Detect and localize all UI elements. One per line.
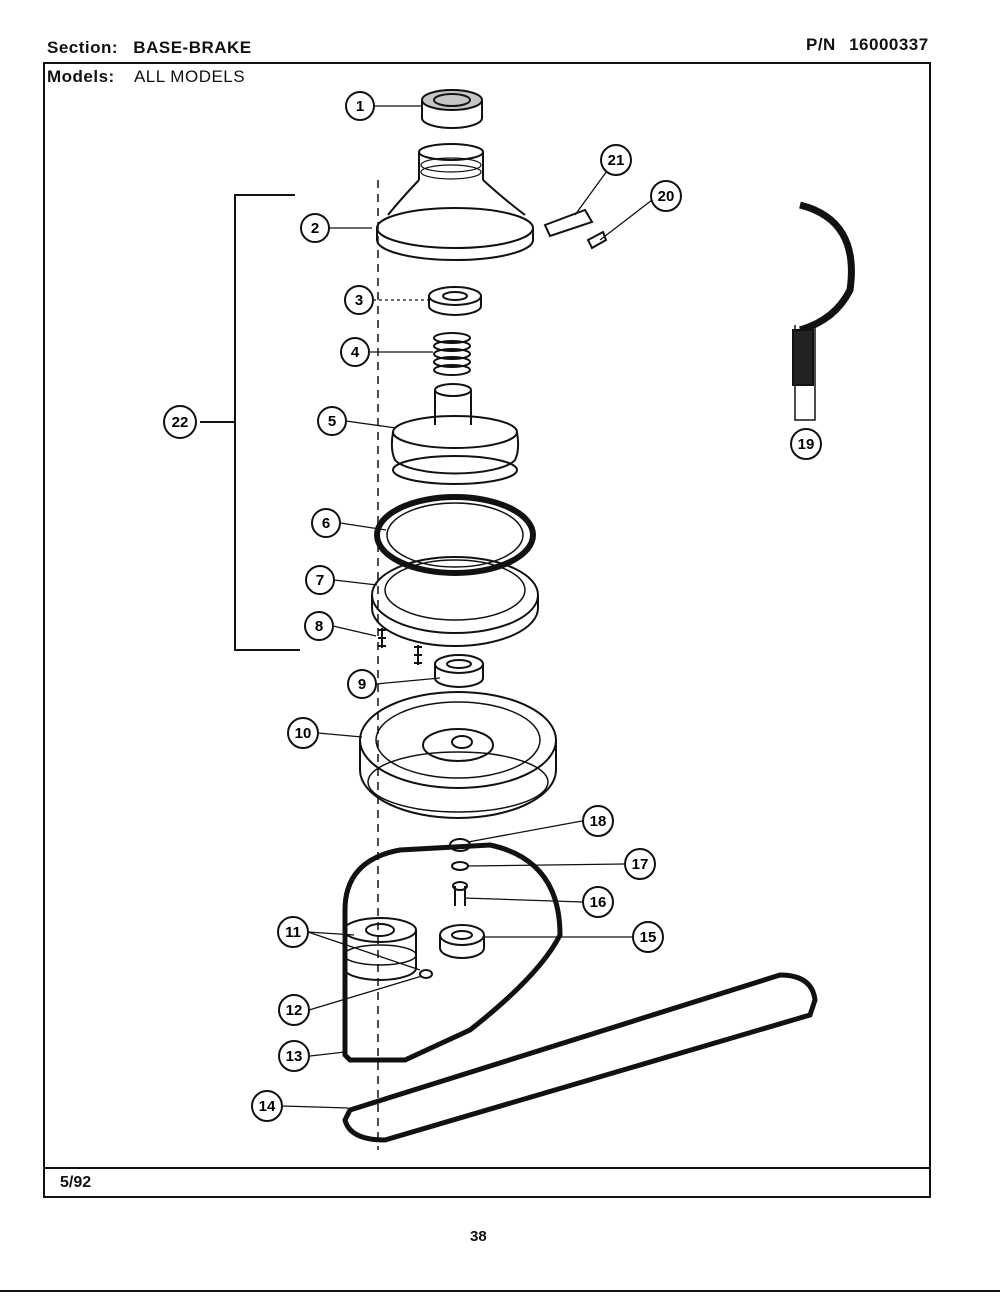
bottom-rule xyxy=(0,1290,1000,1292)
svg-text:12: 12 xyxy=(286,1002,303,1019)
callout-9: 9 xyxy=(347,669,377,699)
svg-text:1: 1 xyxy=(356,98,364,115)
callout-7: 7 xyxy=(305,565,335,595)
svg-text:17: 17 xyxy=(632,856,649,873)
page-number: 38 xyxy=(470,1228,487,1245)
svg-text:16: 16 xyxy=(590,894,607,911)
section-label: Section: xyxy=(47,38,119,57)
part-8-screws xyxy=(378,628,422,665)
callout-8: 8 xyxy=(304,611,334,641)
callout-12: 12 xyxy=(278,994,310,1026)
callout-5: 5 xyxy=(317,406,347,436)
callout-15: 15 xyxy=(632,921,664,953)
svg-text:19: 19 xyxy=(798,436,815,453)
part-19-brake-band xyxy=(792,201,855,421)
callout-2: 2 xyxy=(300,213,330,243)
part-5-hub xyxy=(390,383,520,485)
footer-divider xyxy=(43,1167,931,1169)
callout-11: 11 xyxy=(277,916,309,948)
svg-text:6: 6 xyxy=(322,515,330,532)
svg-text:18: 18 xyxy=(590,813,607,830)
part-6-brake-ring xyxy=(374,494,536,576)
svg-text:8: 8 xyxy=(315,618,323,635)
part-20-screw xyxy=(586,230,608,250)
models-value: ALL MODELS xyxy=(133,67,246,86)
callout-1: 1 xyxy=(345,91,375,121)
callout-16: 16 xyxy=(582,886,614,918)
part-21-clip xyxy=(543,208,594,238)
callout-10: 10 xyxy=(287,717,319,749)
callout-17: 17 xyxy=(624,848,656,880)
part-1-bearing xyxy=(421,89,483,129)
callout-group: 1 2 3 4 5 6 7 8 9 10 11 12 13 14 15 16 1… xyxy=(163,91,822,1122)
callout-20: 20 xyxy=(650,180,682,212)
callout-14: 14 xyxy=(251,1090,283,1122)
part-17-washer xyxy=(451,861,469,871)
svg-text:10: 10 xyxy=(295,725,312,742)
svg-text:20: 20 xyxy=(658,188,675,205)
part-4-spring xyxy=(433,332,471,376)
part-2-housing xyxy=(376,143,534,261)
svg-text:2: 2 xyxy=(311,220,319,237)
part-7-brake-drum xyxy=(371,556,539,647)
svg-text:7: 7 xyxy=(316,572,324,589)
section-header: Section: BASE-BRAKE xyxy=(47,38,252,58)
svg-text:3: 3 xyxy=(355,292,363,309)
part-13-drive-belt xyxy=(342,842,563,1063)
models-label: Models: xyxy=(47,67,115,86)
part-9-bearing xyxy=(434,654,484,688)
pn-value: 16000337 xyxy=(849,35,929,54)
part-10-pulley xyxy=(359,691,557,819)
diagram-frame xyxy=(43,62,931,1198)
part-number: P/N 16000337 xyxy=(806,35,929,55)
part-12-washer xyxy=(419,969,433,979)
svg-text:15: 15 xyxy=(640,929,657,946)
callout-22: 22 xyxy=(163,405,197,439)
callout-6: 6 xyxy=(311,508,341,538)
svg-text:5: 5 xyxy=(328,413,336,430)
svg-text:22: 22 xyxy=(172,414,189,431)
part-16-bolt xyxy=(452,881,468,906)
callout-13: 13 xyxy=(278,1040,310,1072)
callout-4: 4 xyxy=(340,337,370,367)
callout-3: 3 xyxy=(344,285,374,315)
svg-text:21: 21 xyxy=(608,152,625,169)
pn-label: P/N xyxy=(806,35,836,54)
part-15-bearing xyxy=(439,924,485,959)
leader-lines xyxy=(282,105,653,1109)
models-header: Models: ALL MODELS xyxy=(47,67,245,87)
section-value: BASE-BRAKE xyxy=(133,38,252,57)
part-14-pump-belt xyxy=(342,972,818,1143)
assembly-22-bracket xyxy=(200,194,300,651)
callout-21: 21 xyxy=(600,144,632,176)
revision-date: 5/92 xyxy=(60,1174,92,1191)
svg-text:13: 13 xyxy=(286,1048,303,1065)
callout-18: 18 xyxy=(582,805,614,837)
part-3-seal xyxy=(428,286,482,316)
svg-text:4: 4 xyxy=(351,344,360,361)
part-11-motor-pulley xyxy=(343,917,417,981)
callout-19: 19 xyxy=(790,428,822,460)
svg-text:9: 9 xyxy=(358,676,366,693)
svg-text:11: 11 xyxy=(285,924,301,941)
svg-text:14: 14 xyxy=(259,1098,276,1115)
